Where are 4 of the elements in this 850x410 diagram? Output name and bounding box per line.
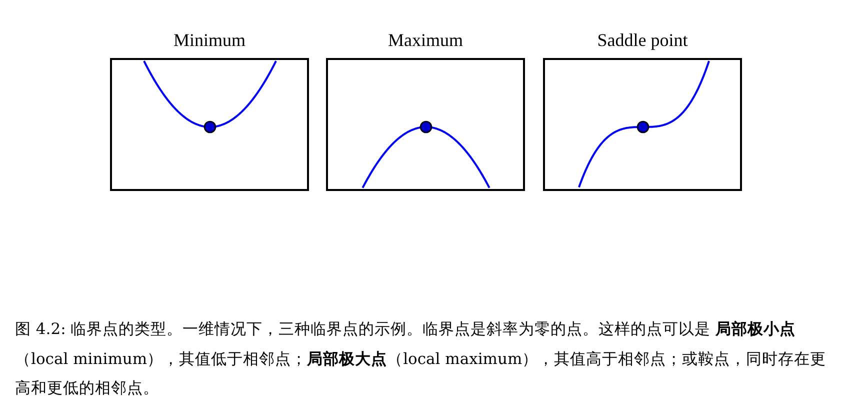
plot-title: Maximum — [388, 30, 463, 51]
plot-title: Minimum — [173, 30, 246, 51]
figure-caption: 图 4.2: 临界点的类型。一维情况下，三种临界点的示例。临界点是斜率为零的点。这样的点可以是 局部极小点（local minimum），其值低于相邻点；局部极大点（local maximum），其值高于相邻点；或鞍点，同时存在更高和更低的相邻点。 — [15, 318, 828, 399]
plot-title: Saddle point — [597, 30, 688, 51]
